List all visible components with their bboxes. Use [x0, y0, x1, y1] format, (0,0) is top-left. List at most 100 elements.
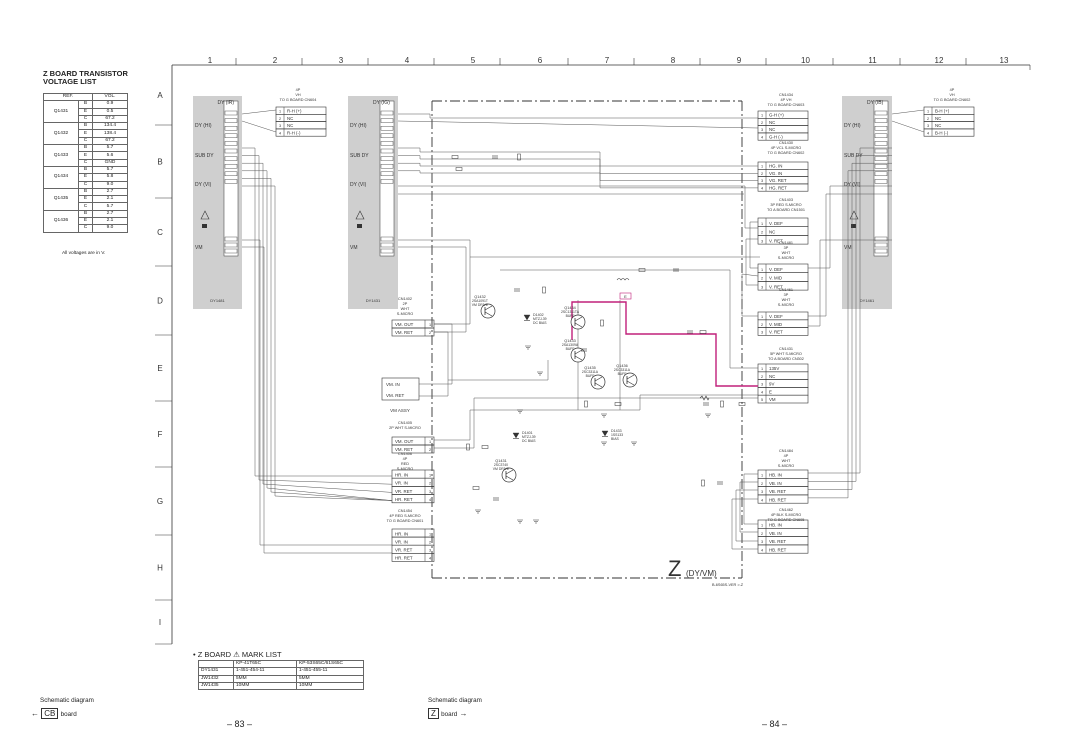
wire [891, 120, 925, 133]
grid-row-label: F [158, 430, 163, 439]
connector-pin-label: NC [935, 116, 941, 121]
footer-right-board-word: board [441, 711, 458, 718]
connector-pin-number: 1 [761, 315, 763, 319]
grid-column-label: 3 [339, 56, 344, 65]
connector-pin-label: NC [935, 123, 941, 128]
diode-symbol [523, 314, 531, 321]
yoke-pin [224, 171, 238, 177]
connector-pin-label: V. RET [769, 238, 783, 243]
yoke-ref: DY1461 [860, 298, 875, 303]
page-number-left: – 83 – [227, 719, 253, 729]
ground-icon [475, 509, 481, 514]
connector-pin-number: 2 [927, 117, 929, 121]
connector-row [757, 469, 809, 479]
yoke-connector [223, 100, 239, 257]
resistor-symbol [542, 286, 546, 294]
resistor-symbol [517, 153, 521, 161]
connector-pin-number: 1 [761, 268, 763, 272]
yoke-pin [224, 125, 238, 131]
wire [398, 246, 467, 333]
connector-pin-label: NC [287, 123, 293, 128]
grid-row-label: A [157, 91, 163, 100]
connector-row [757, 379, 809, 388]
transistor-part: 2SC3740 [494, 463, 508, 467]
connector-pin-label: NC [287, 116, 293, 121]
arrow-right-icon: → [459, 709, 468, 718]
connector-title: WHT [782, 459, 791, 463]
wire [741, 273, 759, 317]
wire [242, 170, 393, 501]
connector-pin-number: 1 [429, 440, 431, 444]
wire [808, 193, 892, 317]
connector-row [757, 311, 809, 321]
connector-pin-label: HG. IN [769, 164, 782, 169]
transistor-role: BUFF [586, 374, 595, 378]
connector-title: S-MICRO [778, 464, 794, 468]
connector-row [757, 226, 809, 236]
voltage-list-title-line2: VOLTAGE LIST [43, 77, 97, 86]
connector-pin-number: 2 [279, 117, 281, 121]
grid-column-label: 9 [737, 56, 742, 65]
transistor-ref: Q1432 [474, 295, 485, 299]
connector-pin-number: 2 [761, 231, 763, 235]
connector-pin-label: VM. OUT [395, 322, 414, 327]
transistor-role: BUFF [566, 347, 575, 351]
connector-title: 2P WHT S-MICRO [389, 426, 421, 430]
footer-left-nav[interactable]: ← CB board [31, 708, 77, 719]
mark-list-cell: JW1435 [198, 681, 234, 691]
resistor-symbol [466, 443, 470, 451]
connector-pin-label: HB. RET [769, 497, 787, 502]
transistor-body [570, 347, 586, 363]
connector-pin-label: HR. IN [395, 531, 408, 536]
wire [808, 239, 892, 327]
connector-row [757, 132, 809, 141]
grid-row-label: I [159, 618, 161, 627]
connector-pin-number: 1 [761, 114, 763, 118]
connector-pin-label: V. DEF [769, 314, 783, 319]
yoke-pin [224, 110, 238, 116]
yoke-label: DY (VI) [350, 182, 367, 188]
connector-pin-label: VR. IN [395, 539, 408, 544]
mark-list-cell: 10MM [296, 681, 364, 691]
yoke-head: DY (IG) [373, 100, 390, 106]
vm-assy-pin: VM. IN [386, 382, 400, 387]
footer-right-board: Z [428, 708, 439, 719]
transistor-part: 2SC3311A [614, 368, 631, 372]
connector-pin-label: HR. RET [395, 556, 413, 561]
mark-list-cell: 5MM [296, 674, 364, 683]
safety-mark-icon [851, 224, 856, 228]
mark-list-cell: JW1432 [198, 674, 234, 683]
connector-pin-number: 3 [761, 179, 763, 183]
connector-pin-number: 4 [279, 131, 281, 135]
connector-pin-number: 4 [761, 498, 763, 502]
transistor-part: 2SC1311TA [561, 310, 580, 314]
connector-title: WHT [401, 307, 410, 311]
yoke-pin [874, 118, 888, 123]
vm-assy-pin: VM. RET [386, 393, 405, 398]
connector-title: TO G BOARD CN601 [387, 519, 424, 523]
diode-part: 1SS133 [611, 433, 623, 437]
yoke-label: VM [195, 245, 203, 251]
connector-row [757, 527, 809, 537]
connector-pin-label: VB. IN [769, 531, 782, 536]
connector-pin-number: 1 [761, 222, 763, 226]
yoke-pin [874, 156, 888, 161]
yoke-label: DY (VI) [844, 182, 861, 188]
footer-right-nav[interactable]: Z board → [428, 708, 467, 719]
connector-title: CN1434 [779, 93, 793, 97]
connector-title: 4P VH [781, 98, 792, 102]
ground-icon [631, 441, 637, 446]
diode-ref: D1433 [611, 429, 622, 433]
diode-part: MTZJ-39 [533, 317, 547, 321]
connector-title: 5P WHT S-MICRO [770, 352, 802, 356]
connector-title: 4P RED S-MICRO [389, 514, 420, 518]
wire [745, 238, 758, 286]
connector-pin-number: 4 [761, 548, 763, 552]
connector-row [757, 371, 809, 380]
transistor-ref: Q1435 [584, 366, 595, 370]
